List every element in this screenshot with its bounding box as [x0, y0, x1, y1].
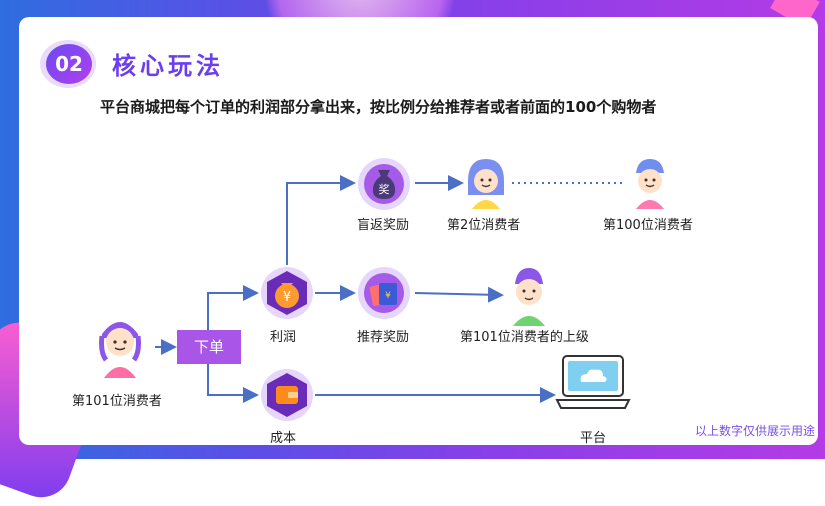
disclaimer-note: 以上数字仅供展示用途 [694, 424, 815, 438]
recommend-reward-label: 推荐奖励 [357, 330, 410, 345]
recommend-reward-node: ¥ [358, 267, 410, 319]
reward-bag-icon: 奖 [372, 170, 396, 199]
consumer2-avatar-icon [468, 159, 504, 209]
cost-node [261, 369, 313, 421]
page-title: 核心玩法 [112, 52, 224, 80]
svg-text:¥: ¥ [283, 290, 291, 305]
superior-avatar-icon [513, 268, 545, 326]
svg-text:奖: 奖 [379, 182, 390, 196]
page-subtitle: 平台商城把每个订单的利润部分拿出来，按比例分给推荐者或者前面的100个购物者 [100, 98, 657, 116]
consumer-avatar-icon [99, 322, 141, 378]
flow-connectors [155, 175, 622, 403]
money-bag-icon: ¥ [267, 271, 307, 315]
content-card [19, 17, 818, 445]
arrow-profit-to-rebate [286, 175, 356, 265]
consumer100-label: 第100位消费者 [603, 218, 693, 233]
section-badge: 02 [40, 40, 96, 88]
profit-node: ¥ [261, 267, 313, 319]
cost-label: 成本 [270, 431, 297, 446]
profit-label: 利润 [270, 330, 297, 345]
svg-text:¥: ¥ [385, 291, 391, 301]
arrow-order-to-cost [207, 364, 259, 403]
consumer101-label: 第101位消费者 [72, 394, 162, 409]
consumer2-label: 第2位消费者 [447, 218, 521, 233]
laptop-icon [555, 355, 631, 409]
red-envelope-icon: ¥ [369, 283, 397, 307]
platform-label: 平台 [580, 431, 607, 446]
arrow-recommend-to-superior [414, 286, 504, 303]
wallet-icon [267, 373, 307, 417]
section-number: 02 [46, 44, 92, 84]
superior-label: 第101位消费者的上级 [460, 330, 589, 345]
rebate-reward-node: 奖 [358, 158, 410, 210]
rebate-reward-label: 盲返奖励 [357, 218, 410, 233]
consumer100-avatar-icon [636, 159, 664, 209]
arrow-order-to-profit [207, 285, 259, 330]
order-node: 下单 [177, 330, 241, 364]
